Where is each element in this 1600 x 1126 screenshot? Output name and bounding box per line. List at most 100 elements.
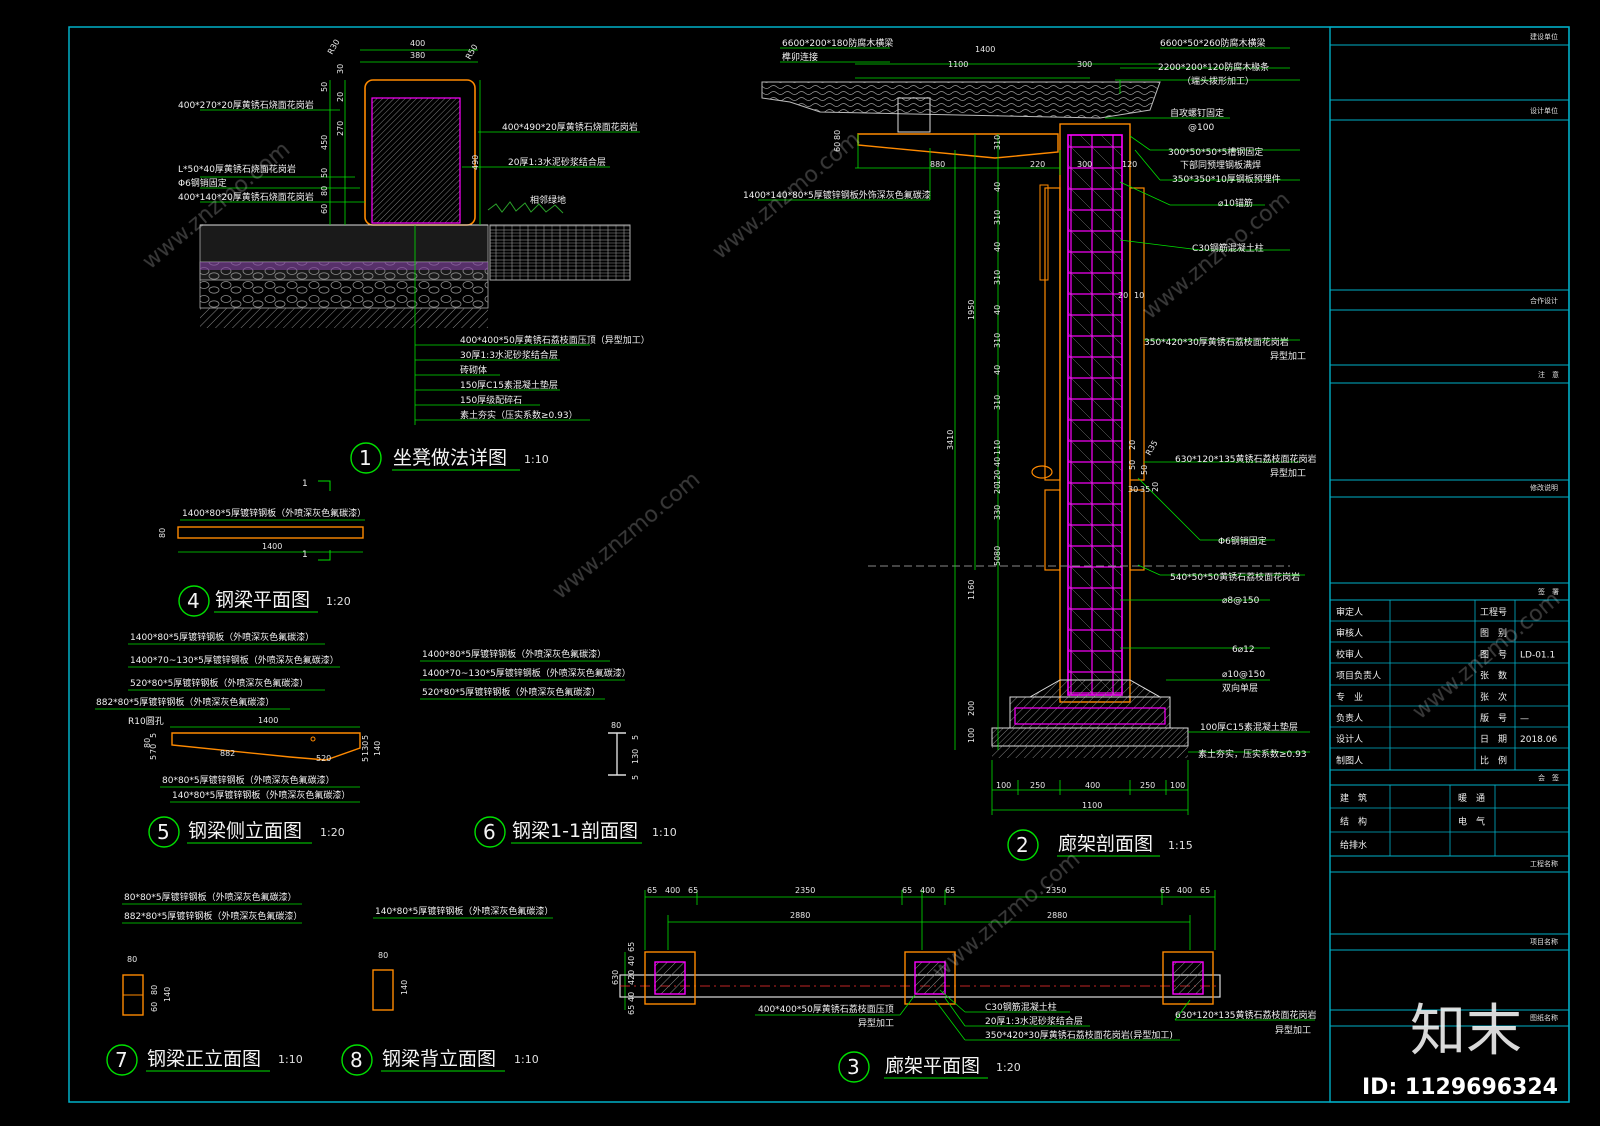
bench-detail-drawing: 400 380 R30 R50 50 20 450 270 490 50 80 … bbox=[178, 38, 650, 474]
d4-dim-80: 80 bbox=[158, 528, 167, 538]
section-mark-bottom: 1 bbox=[302, 550, 308, 560]
d3-mid-1: 2880 bbox=[1047, 911, 1067, 920]
label-d2-top-5: 自攻螺钉固定 bbox=[1170, 107, 1224, 119]
steel-beam-front-drawing: 80*80*5厚镀锌钢板（外喷深灰色氟碳漆） 882*80*5厚镀锌钢板（外喷深… bbox=[106, 891, 303, 1076]
d3-top-8: 65 bbox=[1160, 886, 1170, 895]
watermark-site-4: www.znzmo.com bbox=[1138, 187, 1295, 325]
d4-dim-1400: 1400 bbox=[262, 542, 282, 551]
dim-400: 400 bbox=[410, 39, 425, 48]
tb-cosign-label: 给排水 bbox=[1340, 839, 1367, 851]
d2-right-4: 20 bbox=[1128, 440, 1137, 450]
d2-dim-60: 60 bbox=[833, 142, 842, 152]
d7-dim-80b: 80 bbox=[150, 985, 159, 995]
d2-left-1: 40 bbox=[993, 182, 1002, 192]
d7-dim-140: 140 bbox=[163, 987, 172, 1002]
tb-section-0: 建设单位 bbox=[1530, 32, 1558, 41]
d3-top-4: 65 bbox=[902, 886, 912, 895]
label-d1-3: 400*140*20厚黄锈石烧面花岗岩 bbox=[178, 191, 314, 203]
pergola-section-drawing: 6600*200*180防腐木横梁 榫卯连接 6600*50*260防腐木横梁 … bbox=[743, 37, 1317, 861]
drawing-title-2: 廊架剖面图 bbox=[1058, 833, 1153, 855]
d2-left-20: 100 bbox=[967, 728, 976, 743]
tb-key: 张 数 bbox=[1480, 670, 1507, 682]
d2-left-16: 1950 bbox=[967, 300, 976, 320]
d2-right-5: 50 bbox=[1140, 465, 1149, 475]
d2-right-3: 50 bbox=[1128, 460, 1137, 470]
d5-dim-882: 882 bbox=[220, 749, 235, 758]
label-d2-top-0: 6600*200*180防腐木横梁 bbox=[782, 37, 893, 49]
label-d1-0: 400*270*20厚黄锈石烧面花岗岩 bbox=[178, 99, 314, 111]
d3-top-10: 65 bbox=[1200, 886, 1210, 895]
label-d2-right-10: ⌀10@150 bbox=[1222, 670, 1265, 680]
d5-dim-1400: 1400 bbox=[258, 716, 278, 725]
tb-role: 审核人 bbox=[1336, 627, 1363, 639]
label-d3-1: 异型加工 bbox=[858, 1018, 894, 1029]
label-d1-5: 20厚1:3水泥砂浆结合层 bbox=[508, 156, 606, 168]
d8-dim-140: 140 bbox=[400, 980, 409, 995]
tb-key: 版 号 bbox=[1480, 712, 1507, 724]
label-d2-top-1: 榫卯连接 bbox=[782, 51, 818, 63]
tb-cosign-label: 暖 通 bbox=[1458, 792, 1485, 804]
label-d1-4: 400*490*20厚黄锈石烧面花岗岩 bbox=[502, 121, 638, 133]
tb-cosign-label: 建 筑 bbox=[1340, 792, 1367, 804]
d2-dim-300: 300 bbox=[1077, 60, 1092, 69]
d5-dim-80: 80 bbox=[143, 738, 152, 748]
label-d8-0: 140*80*5厚镀锌钢板（外喷深灰色氟碳漆） bbox=[375, 905, 553, 917]
d3-top-0: 65 bbox=[647, 886, 657, 895]
tb-value: — bbox=[1520, 714, 1529, 724]
d2-left-14: 80 bbox=[993, 546, 1002, 556]
layer-d1-1: 30厚1:3水泥砂浆结合层 bbox=[460, 349, 558, 361]
drawing-number-5: 5 bbox=[157, 820, 170, 844]
d2-left-7: 40 bbox=[993, 365, 1002, 375]
d2-dim-1100: 1100 bbox=[948, 60, 968, 69]
label-d2-top-4: （端头拨形加工） bbox=[1182, 75, 1254, 87]
label-d2-right-7: 540*50*50黄锈石荔枝面花岗岩 bbox=[1170, 571, 1300, 583]
d2-left-8: 310 bbox=[993, 395, 1002, 410]
steel-beam-plan-drawing: 1 1400*80*5厚镀锌钢板（外喷深灰色氟碳漆） 80 1400 1 4 钢… bbox=[158, 479, 366, 617]
watermark-brand: 知末 bbox=[1410, 999, 1522, 1064]
pergola-plan-drawing: 65 400 65 2350 65 400 65 2350 65 400 65 … bbox=[611, 886, 1317, 1083]
d7-dim-60: 60 bbox=[150, 1002, 159, 1012]
drawing-scale-6: 1:10 bbox=[652, 826, 677, 839]
tb-role: 审定人 bbox=[1336, 606, 1363, 618]
d2-dim-120: 120 bbox=[1122, 160, 1137, 169]
label-d6-1: 1400*70~130*5厚镀锌钢板（外喷深灰色氟碳漆） bbox=[422, 667, 631, 679]
d2-bottom-0: 100 bbox=[996, 781, 1011, 790]
tb-key: 日 期 bbox=[1480, 734, 1507, 745]
label-d5-4: R10圆孔 bbox=[128, 716, 164, 727]
d2-bottom-1: 250 bbox=[1030, 781, 1045, 790]
label-d3-0: 400*400*50厚黄锈石荔枝面压顶 bbox=[758, 1003, 894, 1015]
d2-left-0: 310 bbox=[993, 135, 1002, 150]
layer-d1-4: 150厚级配碎石 bbox=[460, 394, 522, 406]
d3-left-1: 40 bbox=[627, 956, 636, 966]
tb-role: 制图人 bbox=[1336, 754, 1363, 766]
label-d2-top-10: 1400*140*80*5厚镀锌钢板外饰深灰色氟碳漆 bbox=[743, 189, 931, 201]
tb-section-8: 项目名称 bbox=[1530, 937, 1558, 946]
dim-r30: R30 bbox=[326, 38, 342, 56]
d3-top-1: 400 bbox=[665, 886, 680, 895]
d2-dim-880: 880 bbox=[930, 160, 945, 169]
d3-left-5: 630 bbox=[611, 970, 620, 985]
label-d2-right-8: ⌀8@150 bbox=[1222, 596, 1260, 606]
tb-section-9: 图纸名称 bbox=[1530, 1013, 1558, 1022]
label-d6-0: 1400*80*5厚镀锌钢板（外喷深灰色氟碳漆） bbox=[422, 648, 606, 660]
tb-section-2: 合作设计 bbox=[1530, 296, 1558, 305]
d2-right-7: 35 bbox=[1140, 485, 1150, 494]
tb-role: 项目负责人 bbox=[1336, 670, 1381, 682]
label-d2-top-7: 300*50*50*5槽钢固定 bbox=[1168, 146, 1263, 158]
label-d7-0: 80*80*5厚镀锌钢板（外喷深灰色氟碳漆） bbox=[124, 891, 297, 903]
drawing-number-7: 7 bbox=[115, 1048, 128, 1072]
tb-value: LD-01.1 bbox=[1520, 650, 1555, 660]
label-d3-4: 350*420*30厚黄锈石荔枝面花岗岩(异型加工) bbox=[985, 1029, 1173, 1041]
label-d2-top-9: 350*350*10厚钢板预埋件 bbox=[1172, 173, 1281, 185]
d2-dim-1400: 1400 bbox=[975, 45, 995, 54]
label-d2-top-8: 下部同预埋钢板满焊 bbox=[1180, 159, 1261, 171]
d2-left-3: 40 bbox=[993, 242, 1002, 252]
d2-left-18: 1160 bbox=[967, 580, 976, 600]
drawing-number-2: 2 bbox=[1016, 833, 1029, 857]
d2-left-15: 50 bbox=[993, 556, 1002, 566]
tb-value: 2018.06 bbox=[1520, 735, 1557, 745]
drawing-title-7: 钢梁正立面图 bbox=[147, 1048, 261, 1070]
drawing-title-1: 坐凳做法详图 bbox=[393, 447, 507, 469]
label-d2-top-6: @100 bbox=[1188, 123, 1214, 133]
